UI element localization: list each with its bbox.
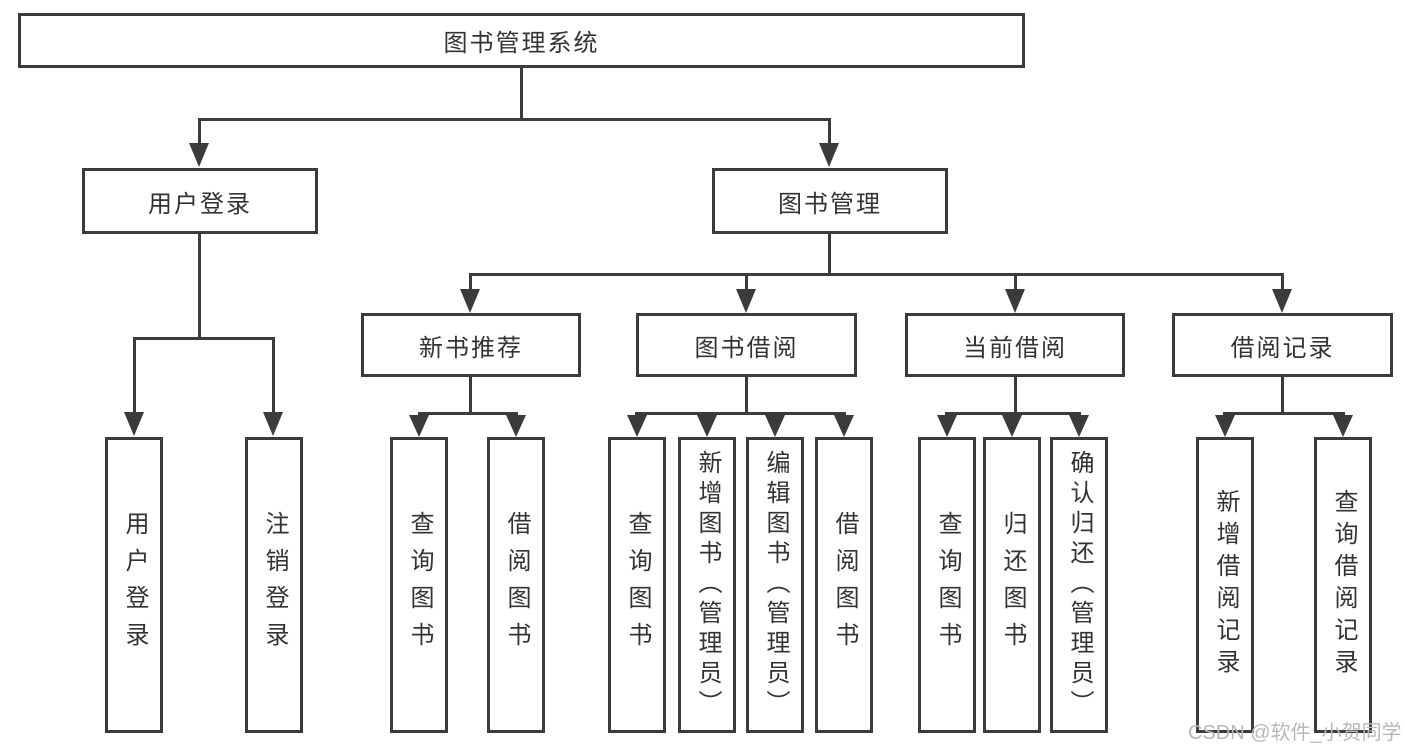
arrow-down-icon: [263, 412, 283, 436]
leaf-query-books-recommend: 查询图书: [390, 437, 448, 733]
leaf-borrow-books-borrowing: 借阅图书: [815, 437, 873, 733]
arrow-down-icon: [627, 415, 647, 437]
arrow-down-icon: [189, 143, 209, 167]
arrow-down-icon: [124, 412, 144, 436]
leaf-logout: 注销登录: [245, 437, 303, 733]
leaf-label: 归还图书: [999, 511, 1026, 659]
connector-user-login-stem: [198, 234, 201, 337]
leaf-label: 新增借阅记录: [1212, 489, 1239, 681]
leaf-borrow-books-recommend: 借阅图书: [487, 437, 545, 733]
leaf-add-book-admin: 新增图书（管理员）: [678, 437, 736, 733]
node-library-management-system: 图书管理系统: [18, 13, 1025, 68]
leaf-label: 用户登录: [121, 511, 148, 659]
leaf-label: 查询图书: [934, 511, 961, 659]
leaf-label: 确认归还（管理员）: [1066, 450, 1093, 720]
connector-line: [828, 118, 831, 144]
leaf-query-books-current: 查询图书: [918, 437, 976, 733]
leaf-query-borrow-record: 查询借阅记录: [1314, 437, 1372, 733]
leaf-confirm-return-admin: 确认归还（管理员）: [1050, 437, 1108, 733]
connector-recommend-stem: [469, 377, 472, 412]
arrow-down-icon: [1002, 415, 1022, 437]
leaf-edit-book-admin: 编辑图书（管理员）: [746, 437, 804, 733]
arrow-down-icon: [1069, 415, 1089, 437]
arrow-down-icon: [937, 415, 957, 437]
arrow-down-icon: [1272, 289, 1292, 313]
arrow-down-icon: [1215, 415, 1235, 437]
connector-records-stem: [1281, 377, 1284, 412]
connector-level1-bar: [198, 118, 831, 121]
connector-book-mgmt-stem: [828, 234, 831, 273]
leaf-label: 借阅图书: [831, 511, 858, 659]
leaf-label: 查询图书: [624, 511, 651, 659]
leaf-add-borrow-record: 新增借阅记录: [1196, 437, 1254, 733]
leaf-label: 注销登录: [261, 511, 288, 659]
connector-line: [1014, 276, 1017, 290]
connector-borrowing-stem: [745, 377, 748, 412]
arrow-down-icon: [1005, 289, 1025, 313]
connector-line: [745, 276, 748, 290]
node-book-borrowing: 图书借阅: [636, 313, 857, 377]
connector-user-login-bar: [133, 337, 275, 340]
leaf-return-book: 归还图书: [983, 437, 1041, 733]
node-book-management: 图书管理: [712, 168, 948, 234]
connector-recommend-bar: [418, 412, 518, 415]
arrow-down-icon: [460, 289, 480, 313]
connector-current-bar: [945, 412, 1081, 415]
arrow-down-icon: [697, 415, 717, 437]
arrow-down-icon: [506, 415, 526, 437]
node-current-borrowing: 当前借阅: [905, 313, 1125, 377]
arrow-down-icon: [834, 415, 854, 437]
arrow-down-icon: [409, 415, 429, 437]
arrow-down-icon: [1333, 415, 1353, 437]
leaf-label: 新增图书（管理员）: [694, 450, 721, 720]
node-user-login: 用户登录: [82, 168, 318, 234]
node-new-book-recommend: 新书推荐: [361, 313, 581, 377]
connector-line: [469, 276, 472, 290]
leaf-label: 查询图书: [406, 511, 433, 659]
leaf-user-login: 用户登录: [105, 437, 163, 733]
connector-current-stem: [1014, 377, 1017, 412]
node-borrowing-records: 借阅记录: [1172, 313, 1393, 377]
connector-root-stem: [520, 68, 523, 118]
connector-line: [1281, 276, 1284, 290]
arrow-down-icon: [736, 289, 756, 313]
connector-borrowing-bar: [635, 412, 846, 415]
connector-line: [198, 118, 201, 144]
leaf-label: 查询借阅记录: [1330, 489, 1357, 681]
leaf-label: 编辑图书（管理员）: [762, 450, 789, 720]
arrow-down-icon: [819, 143, 839, 167]
connector-records-bar: [1223, 412, 1345, 415]
connector-line: [272, 337, 275, 413]
leaf-label: 借阅图书: [503, 511, 530, 659]
arrow-down-icon: [765, 415, 785, 437]
connector-level2-bar: [469, 273, 1284, 276]
connector-line: [133, 337, 136, 413]
csdn-watermark: CSDN @软件_小贺同学: [1188, 722, 1402, 744]
leaf-query-books-borrowing: 查询图书: [608, 437, 666, 733]
